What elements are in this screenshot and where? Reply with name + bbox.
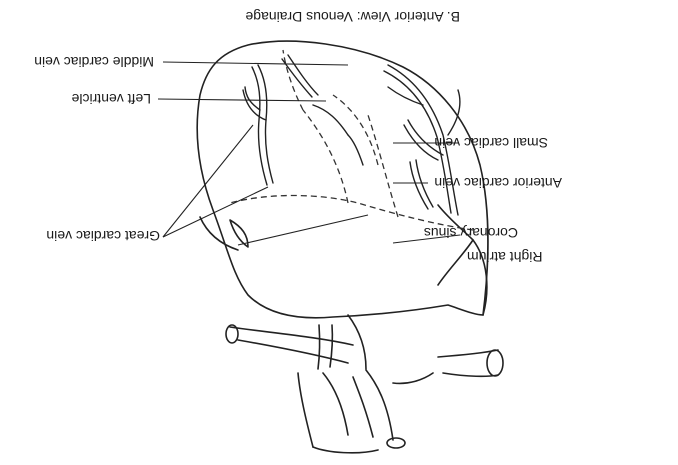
label-left-ventricle: Left ventricle <box>72 91 151 107</box>
label-coronary-sinus: Coronary sinus <box>424 225 518 241</box>
label-middle-cardiac-vein: Middle cardiac vein <box>34 54 154 70</box>
label-anterior-cardiac-vein: Anterior cardiac vein <box>434 175 562 191</box>
label-small-cardiac-vein: Small cardiac vein <box>434 135 548 151</box>
great-vessels <box>226 315 503 453</box>
label-great-cardiac-vein: Great cardiac vein <box>46 228 160 244</box>
cardiac-veins <box>243 55 460 215</box>
label-right-atrium: Right atrium <box>467 249 562 265</box>
figure-title: B. Anterior View: Venous Drainage <box>245 9 460 25</box>
leader-lines <box>158 62 460 245</box>
